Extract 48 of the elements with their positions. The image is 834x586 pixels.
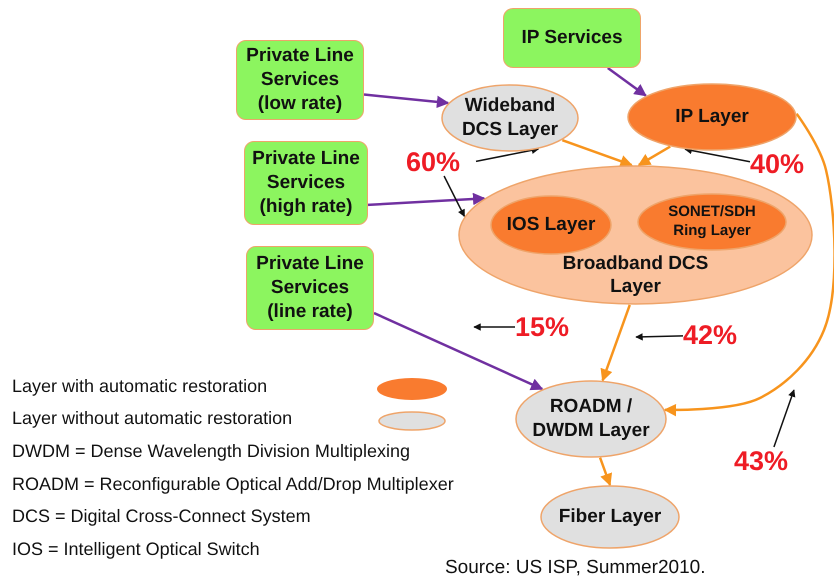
percentage-label: 43%: [734, 447, 804, 475]
abbreviation-note: IOS = Intelligent Optical Switch: [12, 538, 260, 560]
layer-ellipse: [637, 193, 787, 251]
layer-label: IP Layer: [674, 105, 750, 129]
service-label: Private Line Services (line rate): [255, 252, 365, 324]
arrow: [476, 146, 540, 162]
service-label: IP Services: [520, 26, 624, 50]
layer-ellipse: [515, 380, 667, 458]
source-caption: Source: US ISP, Summer2010.: [445, 557, 706, 579]
layer-ellipse: [441, 84, 579, 152]
arrow: [364, 93, 450, 108]
layer-label: IOS Layer: [506, 213, 596, 237]
service-box: [503, 8, 641, 68]
layer-ellipse: [627, 83, 797, 151]
layer-label: Wideband DCS Layer: [460, 94, 560, 142]
percentage-label: 60%: [406, 148, 476, 176]
percentage-label: 40%: [750, 150, 820, 178]
layer-ellipse: [540, 485, 680, 549]
layer-ellipse: [490, 195, 612, 255]
pointer-arrow: [773, 389, 796, 448]
arrow: [368, 192, 486, 206]
service-box: [246, 246, 374, 330]
abbreviation-note: ROADM = Reconfigurable Optical Add/Drop Multiplexer: [12, 474, 454, 494]
service-label: Private Line Services (low rate): [245, 44, 355, 116]
arrow: [443, 176, 466, 218]
percentage-label: 15%: [515, 313, 585, 341]
arrow: [562, 139, 633, 168]
arrow: [638, 146, 671, 166]
legend-label: Layer with automatic restoration: [12, 376, 268, 397]
layer-label: SONET/SDH Ring Layer: [667, 203, 757, 241]
layer-label: Fiber Layer: [558, 505, 662, 529]
layer-label: ROADM / DWDM Layer: [531, 395, 651, 443]
arrow: [607, 67, 647, 97]
arrow: [598, 457, 612, 486]
abbreviation-note: DWDM = Dense Wavelength Division Multiplexing: [12, 441, 410, 462]
service-box: [244, 141, 368, 225]
arrow: [664, 112, 834, 416]
pointer-arrow: [473, 323, 515, 331]
arrow: [373, 312, 544, 390]
abbreviation-note: DCS = Digital Cross-Connect System: [12, 506, 311, 527]
arrow: [684, 146, 750, 162]
pointer-arrow: [635, 333, 684, 341]
service-label: Private Line Services (high rate): [251, 147, 361, 219]
arrow: [600, 304, 631, 382]
legend-label: Layer without automatic restoration: [12, 408, 292, 429]
service-box: [236, 40, 364, 120]
layer-label: Broadband DCS Layer: [562, 252, 710, 299]
percentage-label: 42%: [683, 321, 753, 349]
